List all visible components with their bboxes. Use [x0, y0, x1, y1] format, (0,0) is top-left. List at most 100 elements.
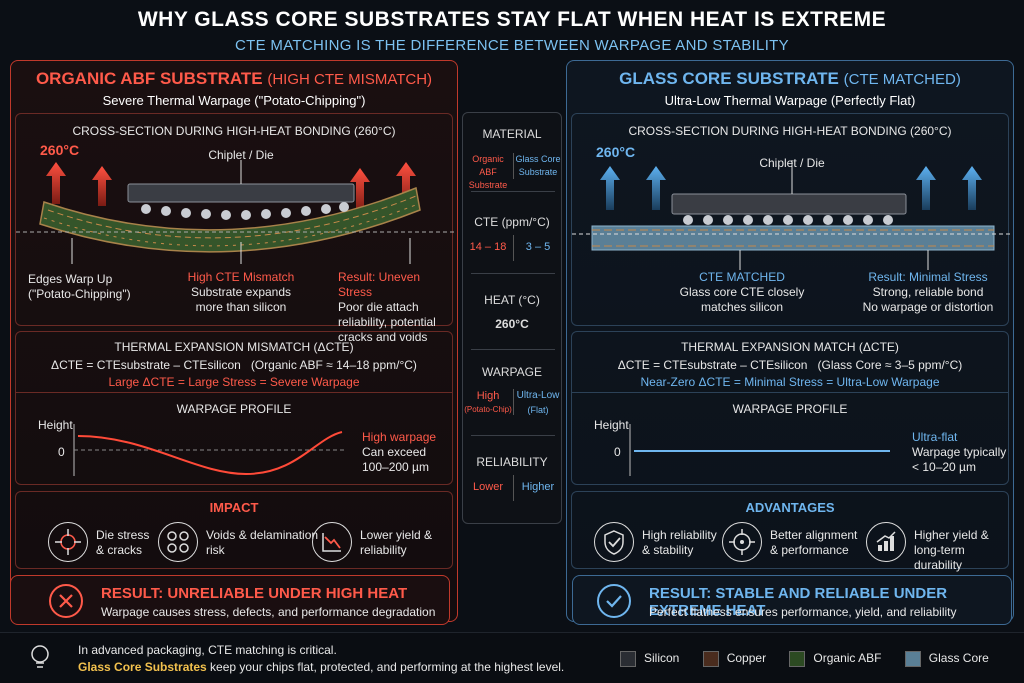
mat-r2: Substrate: [518, 167, 558, 177]
advantages-title: ADVANTAGES: [745, 500, 835, 515]
shield-check-icon: [594, 522, 634, 562]
right-result-banner: RESULT: STABLE AND RELIABLE UNDER EXTREM…: [572, 575, 1012, 625]
right-te-highlight: Near-Zero ΔCTE = Minimal Stress = Ultra-…: [640, 375, 940, 389]
rstress-d2: No warpage or distortion: [862, 300, 994, 314]
rstress-title: Result: Minimal Stress: [868, 270, 988, 284]
mid-reliability-label: RELIABILITY: [476, 455, 548, 469]
lightbulb-icon: [28, 643, 52, 678]
legend-label: Silicon: [644, 651, 680, 666]
legend-glass: Glass Core: [904, 651, 989, 667]
mismatch-title: High CTE Mismatch: [187, 270, 295, 284]
rte-formula: ΔCTE = CTEsubstrate – CTEsilicon: [617, 358, 808, 372]
header-subtitle: CTE MATCHING IS THE DIFFERENCE BETWEEN W…: [235, 37, 789, 54]
left-result-sub: Warpage causes stress, defects, and perf…: [101, 605, 436, 619]
rte-note: (Glass Core ≈ 3–5 ppm/°C): [817, 358, 963, 372]
impact-item-1: Die stress& cracks: [96, 528, 149, 558]
wp-l2: (Potato-Chip): [464, 405, 512, 414]
legend-label: Organic ABF: [813, 651, 882, 666]
legend-label: Glass Core: [928, 651, 989, 666]
footer-rest: keep your chips flat, protected, and per…: [206, 660, 565, 674]
left-subtitle: Severe Thermal Warpage ("Potato-Chipping…: [102, 93, 366, 108]
right-panel: GLASS CORE SUBSTRATE (CTE MATCHED) Ultra…: [566, 60, 1014, 622]
left-thermal-box: THERMAL EXPANSION MISMATCH (ΔCTE) ΔCTE =…: [15, 331, 453, 485]
voids-icon: [158, 522, 198, 562]
separator: [513, 475, 514, 501]
heat-arrow: [600, 166, 620, 210]
right-te-title: THERMAL EXPANSION MATCH (ΔCTE): [681, 340, 899, 354]
heat-arrow: [350, 168, 370, 212]
left-title-paren: (HIGH CTE MISMATCH): [267, 71, 433, 88]
impact-title: IMPACT: [209, 500, 259, 515]
left-edges-label: Edges Warp Up("Potato-Chipping"): [28, 272, 131, 302]
adv2-l1: Better alignment: [770, 528, 858, 542]
te-formula: ΔCTE = CTEsubstrate – CTEsilicon: [51, 358, 241, 372]
mid-reliability-right: Higher: [521, 481, 555, 493]
stress-d1: Poor die attach: [338, 300, 419, 314]
legend-swatch: [789, 651, 806, 667]
right-cross-section: CROSS-SECTION DURING HIGH-HEAT BONDING (…: [571, 113, 1010, 326]
mat-r1: Glass Core: [515, 154, 561, 164]
heat-arrow: [962, 166, 982, 210]
imp3-l1: Lower yield &: [360, 528, 433, 542]
adv3-l2: long-term durability: [914, 543, 965, 572]
edges-line: Edges Warp Up: [28, 272, 113, 286]
mid-reliability-left: Lower: [473, 481, 503, 493]
left-result-banner: RESULT: UNRELIABLE UNDER HIGH HEAT Warpa…: [10, 575, 450, 625]
left-result-title: RESULT: UNRELIABLE UNDER HIGH HEAT: [101, 585, 408, 602]
check-icon: [597, 584, 631, 618]
legend-swatch: [904, 651, 921, 667]
legend-copper: Copper: [702, 651, 766, 667]
left-te-title: THERMAL EXPANSION MISMATCH (ΔCTE): [114, 340, 354, 354]
heat-arrow: [646, 166, 666, 210]
mid-heat-value: 260°C: [495, 317, 529, 331]
chiplet-die: [671, 193, 907, 215]
left-wp-zero: 0: [58, 445, 65, 459]
left-title: ORGANIC ABF SUBSTRATE (HIGH CTE MISMATCH…: [11, 69, 457, 89]
separator: [513, 389, 514, 415]
imp1-l2: & cracks: [96, 543, 143, 557]
x-icon: [49, 584, 83, 618]
separator: [513, 235, 514, 261]
imp3-l2: reliability: [360, 543, 407, 557]
right-result-title: RESULT: STABLE AND RELIABLE UNDER EXTREM…: [649, 585, 948, 619]
legend-silicon: Silicon: [620, 651, 680, 667]
left-panel: ORGANIC ABF SUBSTRATE (HIGH CTE MISMATCH…: [10, 60, 458, 622]
left-chiplet-label: Chiplet / Die: [208, 148, 274, 162]
left-warpage-curve: [73, 424, 346, 476]
right-advantages-box: ADVANTAGES High reliability& stability B…: [571, 491, 1009, 572]
wp-hl: High warpage: [362, 430, 437, 444]
legend: Silicon Copper Organic ABF Glass Core: [620, 651, 989, 667]
left-temp: 260°C: [40, 142, 80, 158]
divider: [572, 392, 1008, 393]
right-wp-zero: 0: [614, 445, 621, 459]
right-title-paren: (CTE MATCHED): [843, 71, 961, 88]
matched-d2: matches silicon: [700, 300, 784, 314]
edges-line2: ("Potato-Chipping"): [28, 287, 131, 301]
right-title: GLASS CORE SUBSTRATE (CTE MATCHED): [567, 69, 1013, 89]
header-title: WHY GLASS CORE SUBSTRATES STAY FLAT WHEN…: [137, 8, 887, 31]
left-cross-section: CROSS-SECTION DURING HIGH-HEAT BONDING (…: [15, 113, 454, 344]
left-cross-diagram: [16, 160, 454, 264]
mid-material-label: MATERIAL: [482, 127, 542, 141]
right-title-main: GLASS CORE SUBSTRATE: [619, 69, 839, 88]
left-wp-ylabel: Height: [38, 418, 73, 432]
mat-l2: Substrate: [468, 180, 508, 190]
right-warpage-curve: [629, 424, 890, 476]
right-te-formula-row: ΔCTE = CTEsubstrate – CTEsilicon (Glass …: [572, 358, 1008, 372]
wp-d2: 100–200 µm: [362, 460, 429, 474]
mismatch-d1: Substrate expands: [190, 285, 292, 299]
imp1-l1: Die stress: [96, 528, 150, 542]
right-temp: 260°C: [596, 144, 636, 160]
imp2-l1: Voids & delamination: [206, 528, 319, 542]
mid-warpage-right: Ultra-Low(Flat): [513, 389, 563, 417]
decline-chart-icon: [312, 522, 352, 562]
rstress-d1: Strong, reliable bond: [872, 285, 984, 299]
mid-cte-right: 3 – 5: [525, 241, 551, 253]
imp2-l2: risk: [206, 543, 225, 557]
solder-bumps: [141, 202, 349, 220]
adv1-l2: & stability: [642, 543, 694, 557]
footer-highlight: Glass Core Substrates: [78, 660, 207, 674]
